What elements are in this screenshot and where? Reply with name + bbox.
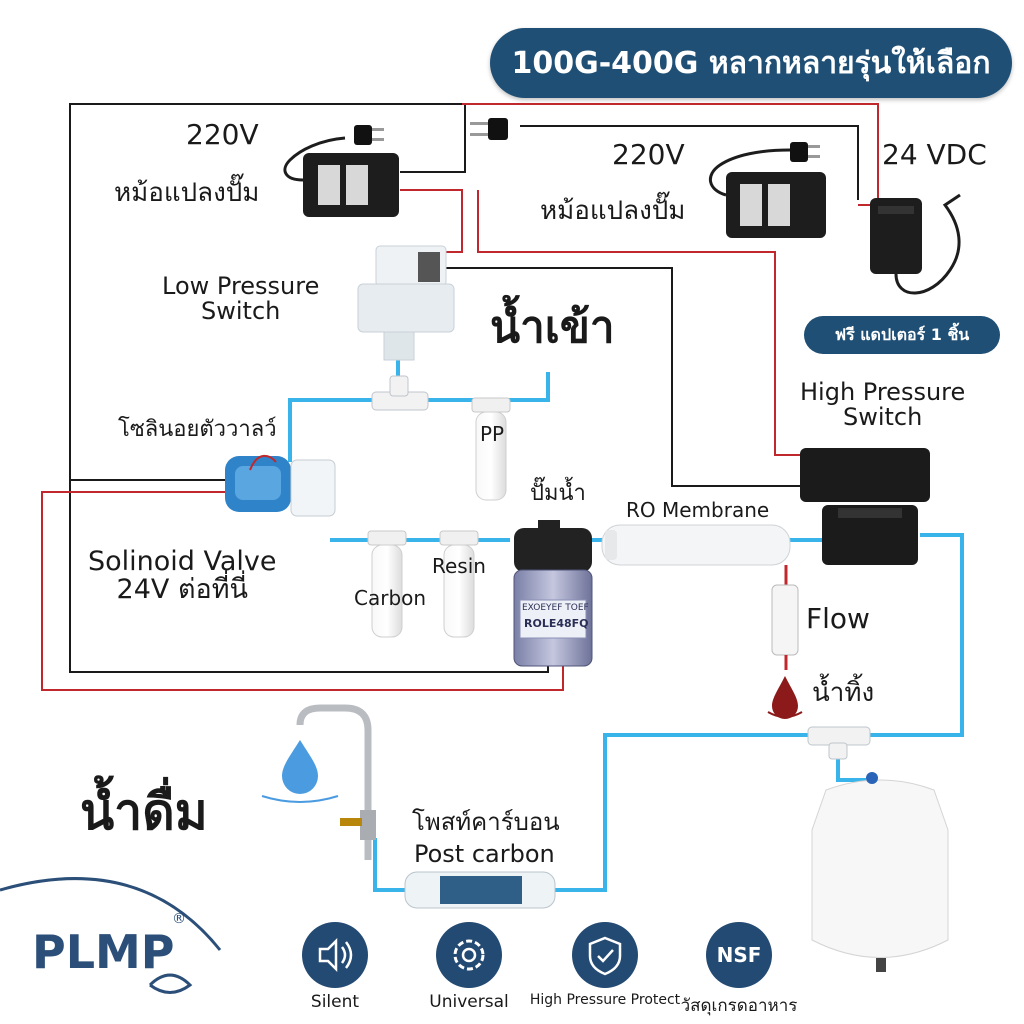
- high-pressure-switch-label: High Pressure Switch: [800, 378, 966, 432]
- pump-text-line2: ROLE48FQ: [524, 617, 589, 630]
- pump-text-line1: EXOEYEF TOEF: [522, 603, 589, 613]
- speaker-icon: [318, 937, 353, 973]
- pp-filter-label: PP: [480, 422, 505, 446]
- solenoid-valve: [225, 454, 336, 517]
- adapter-24vdc: [870, 193, 961, 295]
- post-carbon-thai-label: โพสท์คาร์บอน: [412, 808, 560, 836]
- feature-silent-badge: [302, 922, 368, 988]
- flow-restrictor: [771, 565, 799, 670]
- water-in-label: น้ำเข้า: [490, 302, 615, 353]
- page-title: 100G-400G หลากหลายรุ่นให้เลือก: [490, 28, 1012, 98]
- gear-icon: [453, 939, 485, 971]
- waste-water-label: น้ำทิ้ง: [812, 678, 875, 708]
- post-carbon-filter: [404, 871, 556, 909]
- plug-right: [470, 118, 820, 162]
- shield-check-icon: [588, 936, 622, 976]
- flow-label: Flow: [806, 602, 870, 635]
- low-pressure-switch-label: Low Pressure Switch: [162, 272, 320, 326]
- voltage-220v-left-label: 220V: [186, 118, 259, 151]
- resin-filter-label: Resin: [432, 554, 486, 578]
- brand-logo: PLMP: [32, 925, 175, 979]
- feature-pressure-label: High Pressure Protect: [529, 992, 681, 1008]
- storage-tank: [811, 772, 949, 972]
- drinking-drop-icon: [261, 740, 339, 803]
- tee-fitting-tank: [807, 726, 871, 760]
- solenoid-valve-label: Solinoid Valve 24V ต่อที่นี่: [88, 546, 277, 606]
- red-wires: [41, 103, 879, 691]
- pump-thai-label: ปั๊มน้ำ: [530, 481, 586, 506]
- transformer-right: [709, 148, 826, 238]
- filter-resin: [439, 530, 479, 638]
- transformer-left-label: หม้อแปลงปั๊ม: [114, 178, 260, 208]
- tee-fitting-inlet: [371, 375, 429, 411]
- low-pressure-switch: [357, 245, 455, 361]
- free-adapter-badge: ฟรี แดปเตอร์ 1 ชิ้น: [804, 316, 1000, 354]
- feature-universal-label: Universal: [429, 992, 509, 1012]
- high-pressure-switch: [800, 448, 930, 565]
- transformer-right-label: หม้อแปลงปั๊ม: [540, 196, 686, 226]
- ro-membrane-label: RO Membrane: [626, 498, 770, 522]
- feature-nsf-badge: NSF: [706, 922, 772, 988]
- carbon-filter-label: Carbon: [354, 586, 427, 610]
- ro-membrane: [601, 524, 791, 566]
- transformer-left: [283, 136, 399, 217]
- voltage-24vdc-label: 24 VDC: [882, 138, 987, 171]
- filter-carbon: [367, 530, 407, 638]
- booster-pump: [513, 520, 593, 667]
- plug-left: [354, 125, 384, 145]
- post-carbon-label: Post carbon: [414, 840, 555, 868]
- nsf-icon: NSF: [716, 943, 762, 967]
- brand-logo-wave: [0, 877, 222, 994]
- feature-pressure-badge: [572, 922, 638, 988]
- filter-pp: [471, 397, 511, 501]
- voltage-220v-right-label: 220V: [612, 138, 685, 171]
- feature-universal-badge: [436, 922, 502, 988]
- faucet: [296, 704, 376, 860]
- solenoid-thai-label: โซลินอยตัววาลว์: [118, 417, 277, 442]
- waste-drop-icon: [767, 676, 803, 719]
- feature-nsf-label: วัสดุเกรดอาหาร: [680, 996, 798, 1016]
- drinking-water-label: น้ำดื่ม: [80, 783, 208, 841]
- feature-silent-label: Silent: [310, 992, 360, 1012]
- brand-registered-mark: ®: [172, 911, 186, 927]
